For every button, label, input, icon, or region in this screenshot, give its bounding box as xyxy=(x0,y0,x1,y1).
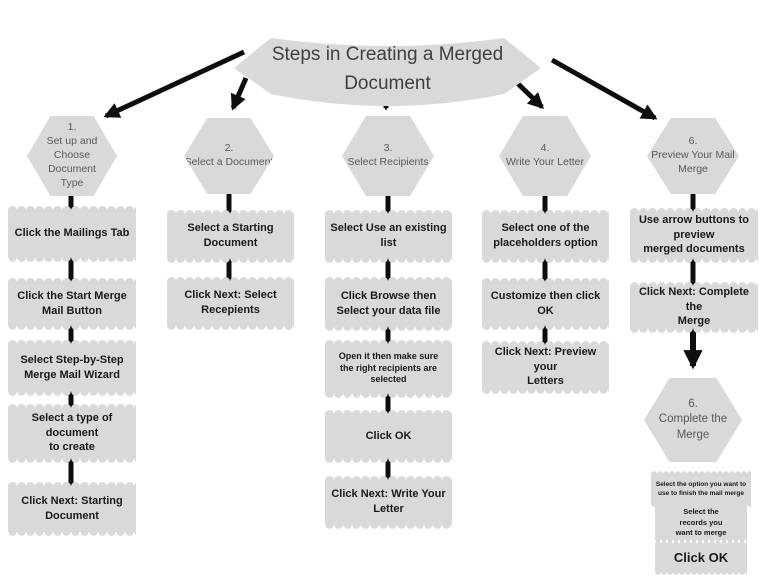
process-box-label: Click Browse then Select your data file xyxy=(336,289,441,317)
title-shape-background xyxy=(234,38,541,106)
process-box-label: Click OK xyxy=(365,429,412,442)
final-hexagon-complete-merge: 6. Complete the Merge xyxy=(644,378,742,462)
arrow-to-step-5 xyxy=(550,57,658,121)
step-number: 6. xyxy=(688,398,698,411)
process-box-1-4: Select a type of document to create xyxy=(8,403,136,463)
process-box-2-1: Select a Starting Document xyxy=(167,209,294,263)
process-box-5-2: Click Next: Complete the Merge xyxy=(630,281,758,333)
process-box-2-2: Click Next: Select Recepients xyxy=(167,276,294,330)
process-box-3-5: Click Next: Write Your Letter xyxy=(325,475,452,529)
process-box-label: Open it then make sure the right recipie… xyxy=(338,350,439,385)
diagram-title-shape: Steps in Creating a Merged Document xyxy=(233,28,542,110)
process-box-label: Click Next: Starting Document xyxy=(21,494,123,522)
process-box-label: Select a type of document to create xyxy=(31,412,113,454)
step-number: 4. xyxy=(540,142,550,155)
process-box-label: Select a Starting Document xyxy=(187,222,274,249)
diagram-title: Steps in Creating a Merged Document xyxy=(271,43,504,94)
process-box-label: Click Next: Select Recepients xyxy=(184,289,277,316)
process-box-label: Select Use an existing list xyxy=(330,222,447,249)
step-label: Select a Document xyxy=(184,156,274,168)
process-box-5-1: Use arrow buttons to preview merged docu… xyxy=(630,207,758,263)
process-box-4-1: Select one of the placeholders option xyxy=(482,209,609,263)
process-box-1-5: Click Next: Starting Document xyxy=(8,481,136,536)
process-box-4-2: Customize then click OK xyxy=(482,277,609,330)
step-number: 6. xyxy=(688,135,698,148)
process-box-label: Select the records you want to merge xyxy=(675,506,727,538)
process-box-label: Customize then click OK xyxy=(490,289,601,317)
process-box-3-1: Select Use an existing list xyxy=(325,209,452,263)
process-box-1-2: Click the Start Merge Mail Button xyxy=(8,277,136,330)
process-box-label: Select the option you want to use to fin… xyxy=(655,480,747,497)
step-number: 3. xyxy=(383,142,393,155)
final-box-3: Click OK xyxy=(655,541,747,575)
process-box-label: Use arrow buttons to preview merged docu… xyxy=(638,214,749,256)
step-hexagon-1: 1. Set up and Choose Document Type xyxy=(27,116,117,196)
step-label: Complete the Merge xyxy=(658,413,728,441)
process-box-label: Click OK xyxy=(673,550,729,566)
step-hexagon-4: 4. Write Your Letter xyxy=(499,116,591,196)
final-box-1: Select the option you want to use to fin… xyxy=(651,471,751,507)
process-box-3-4: Click OK xyxy=(325,409,452,463)
step-number: 1. xyxy=(67,121,77,134)
process-box-label: Click the Mailings Tab xyxy=(14,227,130,240)
process-box-label: Click Next: Preview your Letters xyxy=(494,346,597,388)
process-box-4-3: Click Next: Preview your Letters xyxy=(482,340,609,394)
process-box-1-1: Click the Mailings Tab xyxy=(8,205,136,262)
step-label: Preview Your Mail Merge xyxy=(651,149,735,175)
step-label: Set up and Choose Document Type xyxy=(46,135,98,189)
process-box-label: Click the Start Merge Mail Button xyxy=(17,289,127,317)
step-label: Write Your Letter xyxy=(505,156,585,168)
process-box-label: Select Step-by-Step Merge Mail Wizard xyxy=(20,353,124,381)
step-hexagon-5: 6. Preview Your Mail Merge xyxy=(647,118,739,194)
process-box-1-3: Select Step-by-Step Merge Mail Wizard xyxy=(8,339,136,396)
arrow-to-step-1 xyxy=(103,49,246,119)
process-box-3-2: Click Browse then Select your data file xyxy=(325,276,452,331)
step-label: Select Recipients xyxy=(347,156,429,168)
step-hexagon-3: 3. Select Recipients xyxy=(342,116,434,196)
process-box-3-3: Open it then make sure the right recipie… xyxy=(325,339,452,398)
process-box-label: Click Next: Complete the Merge xyxy=(638,286,750,328)
process-box-label: Click Next: Write Your Letter xyxy=(331,488,446,515)
step-hexagon-2: 2. Select a Document xyxy=(184,118,274,194)
final-box-2: Select the records you want to merge xyxy=(655,504,747,542)
process-box-label: Select one of the placeholders option xyxy=(493,222,598,249)
step-number: 2. xyxy=(224,142,234,155)
